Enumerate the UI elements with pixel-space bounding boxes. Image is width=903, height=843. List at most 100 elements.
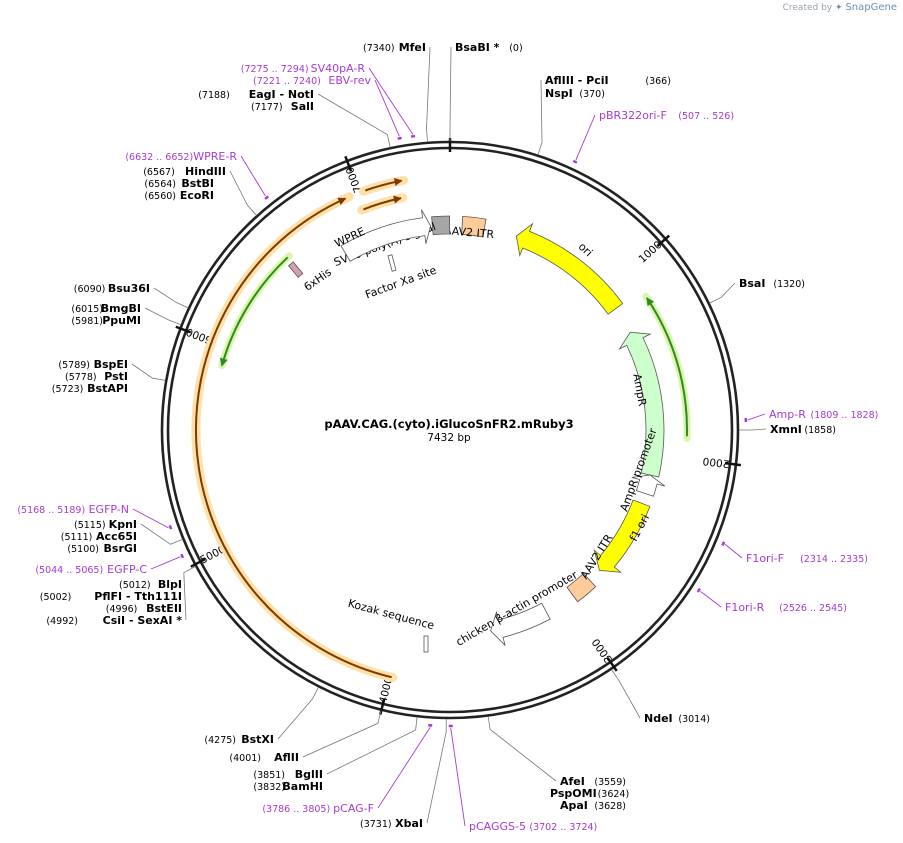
feature-kozak (423, 635, 429, 653)
site-name: PflFI - Tth111I (94, 590, 182, 603)
feature-aav2-itr-right (566, 572, 597, 603)
site-csii-0[interactable]: CsiI - SexAI *(4992) (46, 614, 182, 627)
site-position: (4996) (106, 604, 138, 615)
site-position: (3628) (594, 801, 626, 812)
site-position: (6015) (71, 304, 103, 315)
feature-wpre (340, 209, 432, 262)
site-csii-1[interactable]: BstEII (4996) (106, 602, 182, 615)
site-afei-2[interactable]: ApaI(3628) (560, 799, 626, 812)
site-aflIII-1[interactable]: NspI(370) (545, 87, 605, 100)
site-position: (1858) (804, 425, 836, 436)
orf-arrowhead-main (337, 197, 347, 206)
site-name: NspI (545, 87, 573, 100)
primer-pcaggs-5[interactable]: pCAGGS-5(3702 .. 3724) (469, 820, 597, 833)
site-leader-eagi (317, 93, 391, 148)
site-leader-csii (183, 566, 196, 621)
primer-amp-r[interactable]: Amp-R(1809 .. 1828) (769, 408, 878, 421)
tick-mark (175, 325, 192, 334)
site-aflII-0[interactable]: AflII (4001) (229, 751, 299, 764)
site-position: (5100) (67, 544, 99, 555)
primer-leader-pbr322ori-f (575, 114, 596, 161)
primer-range: (3786 .. 3805) (262, 804, 330, 815)
site-position: (5981) (71, 316, 103, 327)
primer-range: (7221 .. 7240) (253, 76, 321, 87)
primer-mark-pbr322ori-f (572, 159, 578, 164)
site-name: BlpI (158, 578, 182, 591)
site-leader-lines (131, 46, 767, 827)
primer-leader-wpre-r (240, 155, 266, 197)
site-name: AflII (274, 751, 299, 764)
site-bstapi-1[interactable]: PstI(5778) (65, 370, 128, 383)
site-name: MfeI (399, 41, 426, 54)
orf-arrowhead-green-right (646, 297, 655, 307)
site-eagi-1[interactable]: SalI(7177) (251, 100, 314, 113)
site-eagi-0[interactable]: EagI - NotI(7188) (198, 88, 314, 101)
primer-egfp-n[interactable]: EGFP-N(5168 .. 5189) (17, 503, 129, 516)
primer-pcag-f[interactable]: pCAG-F(3786 .. 3805) (262, 802, 374, 815)
site-name: PspOMI (550, 787, 597, 800)
site-hindIII-1[interactable]: BstBI(6564) (144, 177, 214, 190)
site-bstxi-0[interactable]: BstXI(4275) (204, 733, 274, 746)
site-xbai-0[interactable]: XbaI(3731) (360, 817, 423, 830)
site-bmgbi-0[interactable]: BmgBI(6015) (71, 302, 141, 315)
site-hindIII-0[interactable]: HindIII(6567) (143, 165, 226, 178)
primer-range: (2526 .. 2545) (779, 603, 847, 614)
primer-mark-egfp-c (180, 553, 185, 559)
site-position: (5723) (52, 384, 84, 395)
feature-sv40-polya (431, 215, 451, 236)
site-position: (0) (509, 43, 522, 54)
tick-mark (606, 657, 618, 672)
site-afei-1[interactable]: PspOMI(3624) (550, 787, 629, 800)
tick-mark (656, 234, 671, 248)
site-bglII-1[interactable]: BamHI(3832) (253, 780, 323, 793)
site-bsabi-0[interactable]: BsaBI *(0) (455, 41, 523, 54)
primer-f1ori-r[interactable]: F1ori-R(2526 .. 2545) (725, 601, 847, 614)
primer-leader-egfp-c (150, 556, 181, 570)
primer-name: pCAGGS-5 (469, 820, 526, 833)
site-bsai-0[interactable]: BsaI(1320) (739, 277, 805, 290)
site-aflIII-0[interactable]: AflIII - PciI (366) (545, 74, 671, 87)
primer-leader-f1ori-f (724, 544, 743, 559)
site-kpni-0[interactable]: KpnI(5115) (74, 518, 137, 531)
site-position: (5778) (65, 372, 97, 383)
primer-range: (5168 .. 5189) (17, 505, 85, 516)
site-xmni-0[interactable]: XmnI(1858) (770, 423, 836, 436)
site-afei-0[interactable]: AfeI(3559) (560, 775, 626, 788)
site-mfei-0[interactable]: MfeI(7340) (363, 41, 426, 54)
site-csii-2[interactable]: PflFI - Tth111I (5002) (40, 590, 182, 603)
site-name: BstEII (146, 602, 182, 615)
primer-f1ori-f[interactable]: F1ori-F(2314 .. 2335) (746, 552, 868, 565)
site-name: AfeI (560, 775, 585, 788)
primer-ebv-rev[interactable]: EBV-rev (7221 .. 7240) (253, 74, 371, 87)
site-name: XmnI (770, 423, 802, 436)
site-hindIII-2[interactable]: EcoRI(6560) (144, 189, 214, 202)
primer-pbr322ori-f[interactable]: pBR322ori-F(507 .. 526) (599, 109, 734, 122)
site-csii-3[interactable]: BlpI (5012) (119, 578, 182, 591)
primer-name: EBV-rev (328, 74, 371, 87)
site-position: (366) (645, 76, 671, 87)
site-name: EagI - NotI (249, 88, 314, 101)
snapgene-credit: Created by ✦ SnapGene (783, 2, 897, 13)
site-kpni-2[interactable]: BsrGI(5100) (67, 542, 137, 555)
site-bstapi-2[interactable]: BstAPI(5723) (52, 382, 128, 395)
site-leader-hindIII (229, 170, 257, 216)
site-position: (5012) (119, 580, 151, 591)
credit-prefix: Created by (782, 3, 833, 13)
primer-wpre-r[interactable]: WPRE-R(6632 .. 6652) (125, 150, 237, 163)
site-bmgbi-1[interactable]: PpuMI(5981) (71, 314, 141, 327)
site-ndei-0[interactable]: NdeI(3014) (644, 712, 710, 725)
primer-name: Amp-R (769, 408, 806, 421)
site-bstapi-0[interactable]: BspEI(5789) (58, 358, 128, 371)
feature-factor-xa (387, 254, 397, 272)
site-leader-bmgbi (144, 307, 182, 326)
site-name: AflIII - PciI (545, 74, 609, 87)
site-position: (4001) (229, 753, 261, 764)
site-position: (5002) (40, 592, 72, 603)
primer-range: (3702 .. 3724) (529, 822, 597, 833)
site-kpni-1[interactable]: Acc65I(5111) (61, 530, 137, 543)
site-bsu36i-0[interactable]: Bsu36I(6090) (74, 282, 150, 295)
primer-sv40pa-r[interactable]: SV40pA-R(7275 .. 7294) (241, 62, 366, 75)
site-bglII-0[interactable]: BglII(3851) (253, 768, 323, 781)
site-name: BstBI (181, 177, 214, 190)
primer-egfp-c[interactable]: EGFP-C(5044 .. 5065) (35, 563, 147, 576)
